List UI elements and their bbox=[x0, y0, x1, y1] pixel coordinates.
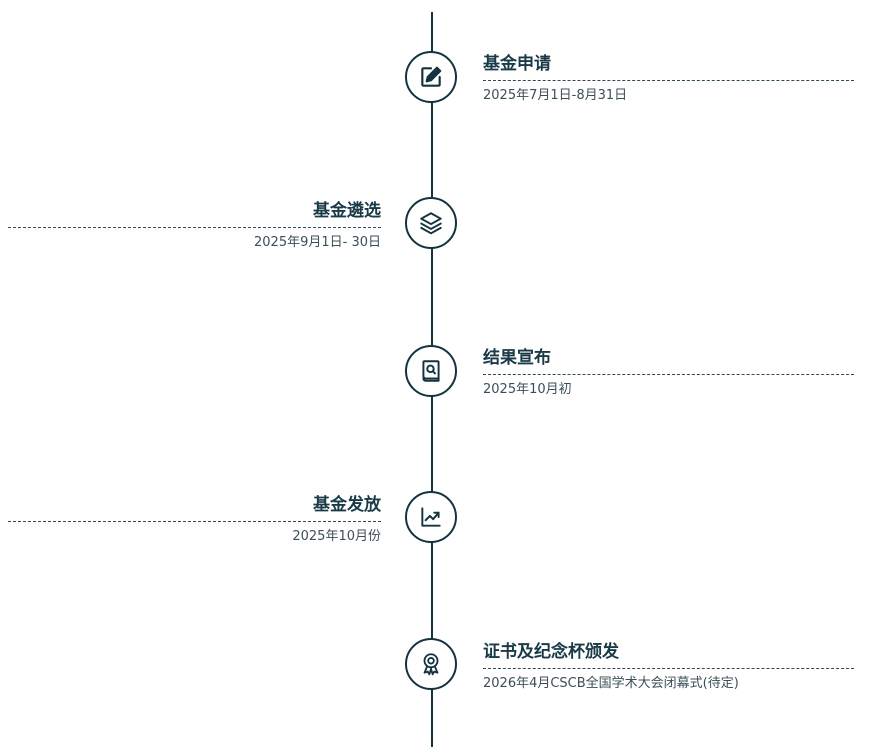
entry-date: 2025年10月份 bbox=[292, 529, 381, 544]
entry-title: 基金发放 bbox=[8, 495, 381, 522]
timeline-entry-announcement: 结果宣布 2025年10月初 bbox=[483, 348, 854, 398]
timeline-node-announcement bbox=[405, 345, 457, 397]
trend-chart-icon bbox=[421, 507, 441, 527]
timeline-entry-award: 证书及纪念杯颁发 2026年4月CSCB全国学术大会闭幕式(待定) bbox=[483, 642, 854, 692]
entry-title: 证书及纪念杯颁发 bbox=[483, 642, 854, 669]
timeline-entry-application: 基金申请 2025年7月1日-8月31日 bbox=[483, 54, 854, 104]
timeline-entry-disbursement: 基金发放 2025年10月份 bbox=[8, 495, 381, 545]
timeline-node-disbursement bbox=[405, 491, 457, 543]
entry-date: 2025年9月1日- 30日 bbox=[254, 235, 381, 250]
entry-title: 基金申请 bbox=[483, 54, 854, 81]
layers-icon bbox=[420, 212, 442, 235]
entry-date: 2025年10月初 bbox=[483, 382, 572, 397]
entry-title: 基金遴选 bbox=[8, 201, 381, 228]
entry-date: 2025年7月1日-8月31日 bbox=[483, 88, 628, 103]
award-icon bbox=[423, 653, 439, 676]
edit-icon bbox=[421, 66, 442, 87]
timeline-node-award bbox=[405, 638, 457, 690]
timeline-entry-selection: 基金遴选 2025年9月1日- 30日 bbox=[8, 201, 381, 251]
entry-title: 结果宣布 bbox=[483, 348, 854, 375]
timeline-node-selection bbox=[405, 197, 457, 249]
entry-date: 2026年4月CSCB全国学术大会闭幕式(待定) bbox=[483, 676, 739, 691]
timeline-node-application bbox=[405, 51, 457, 103]
search-document-icon bbox=[422, 360, 440, 382]
